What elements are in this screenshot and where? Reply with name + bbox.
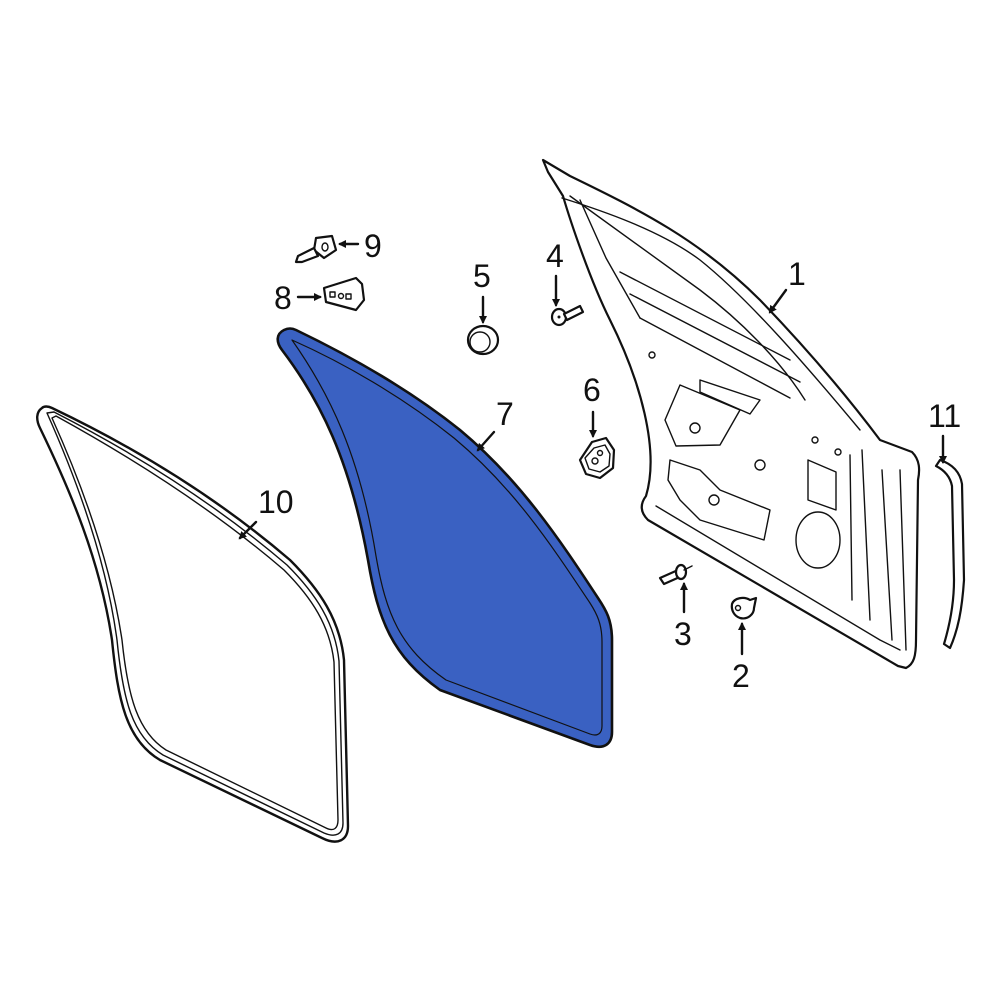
part-5-cap-plug[interactable] xyxy=(466,324,500,356)
part-10-weatherstrip[interactable] xyxy=(36,405,350,843)
callout-10: 10 xyxy=(258,484,294,520)
part-8-clip-bracket[interactable] xyxy=(322,276,366,312)
callout-1: 1 xyxy=(788,256,806,292)
part-1-door-shell[interactable] xyxy=(541,158,921,670)
part-7-water-shield[interactable] xyxy=(276,327,614,749)
callout-4: 4 xyxy=(546,238,564,274)
part-4-bolt[interactable] xyxy=(550,304,585,327)
callout-5: 5 xyxy=(473,258,491,294)
arrow-7 xyxy=(476,430,496,452)
callout-9: 9 xyxy=(364,228,382,264)
part-3-stud-pin[interactable] xyxy=(658,563,693,586)
callout-7: 7 xyxy=(496,396,514,432)
part-2-plug[interactable] xyxy=(730,596,758,620)
part-6-grommet[interactable] xyxy=(578,436,616,480)
callout-2: 2 xyxy=(732,658,750,694)
callout-8: 8 xyxy=(274,280,292,316)
callout-6: 6 xyxy=(583,372,601,408)
leader-lines xyxy=(238,240,947,656)
part-11-trim-strip[interactable] xyxy=(934,458,966,650)
part-9-screw[interactable] xyxy=(294,234,338,264)
arrow-10 xyxy=(238,520,258,540)
callout-3: 3 xyxy=(674,616,692,652)
callout-11: 11 xyxy=(928,398,962,434)
arrow-1 xyxy=(768,288,788,314)
